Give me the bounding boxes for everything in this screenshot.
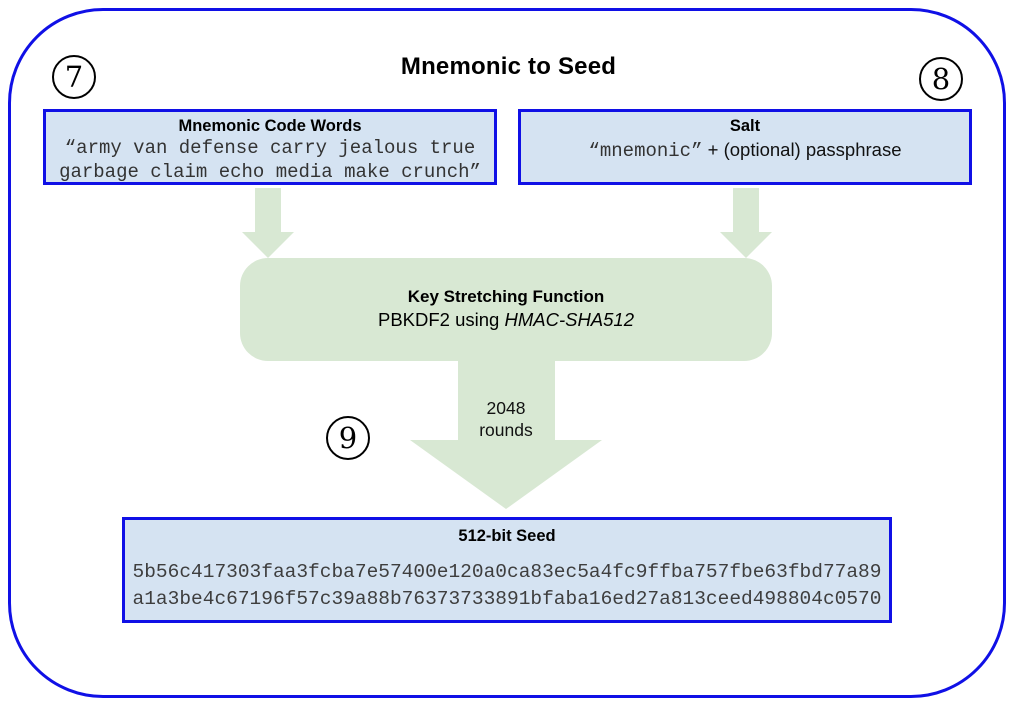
step-marker-8: 8 xyxy=(919,57,963,101)
salt-passphrase-label: (optional) passphrase xyxy=(723,139,902,160)
step-marker-7: 7 xyxy=(52,55,96,99)
seed-hex-value: 5b56c417303faa3fcba7e57400e120a0ca83ec5a… xyxy=(125,559,889,613)
mnemonic-box-title: Mnemonic Code Words xyxy=(178,117,362,135)
ksf-title: Key Stretching Function xyxy=(407,287,605,306)
mnemonic-words-line2: garbage claim echo media make crunch” xyxy=(59,161,481,183)
rounds-word: rounds xyxy=(479,420,533,440)
rounds-count: 2048 xyxy=(486,398,526,418)
ksf-subtitle: PBKDF2 using HMAC-SHA512 xyxy=(240,309,772,331)
seed-box-title: 512-bit Seed xyxy=(458,527,556,545)
salt-mnemonic-literal: “mnemonic” xyxy=(588,140,703,162)
big-down-arrow-icon xyxy=(410,356,602,509)
key-stretching-function-box: Key Stretching Function PBKDF2 using HMA… xyxy=(240,258,772,361)
salt-box-title: Salt xyxy=(729,117,761,135)
diagram-title: Mnemonic to Seed xyxy=(400,53,617,80)
down-arrow-from-salt-icon xyxy=(720,188,772,258)
seed-hex-line2: a1a3be4c67196f57c39a88b76373733891bfaba1… xyxy=(132,588,882,610)
outer-rounded-frame xyxy=(8,8,1006,698)
down-arrow-from-mnemonic-icon xyxy=(242,188,294,258)
salt-box: Salt “mnemonic” + (optional) passphrase xyxy=(518,109,972,185)
rounds-label: 2048 rounds xyxy=(456,397,556,441)
seed-hex-line1: 5b56c417303faa3fcba7e57400e120a0ca83ec5a… xyxy=(132,561,882,583)
seed-box: 512-bit Seed 5b56c417303faa3fcba7e57400e… xyxy=(122,517,892,623)
ksf-subtitle-algorithm: HMAC-SHA512 xyxy=(504,309,635,330)
salt-plus-sign: + xyxy=(707,139,719,160)
step-marker-9: 9 xyxy=(326,416,370,460)
mnemonic-code-words-box: Mnemonic Code Words “army van defense ca… xyxy=(43,109,497,185)
ksf-subtitle-prefix: PBKDF2 using xyxy=(377,309,505,330)
salt-value-line: “mnemonic” + (optional) passphrase xyxy=(521,139,969,162)
mnemonic-words-line1: “army van defense carry jealous true xyxy=(64,137,476,159)
